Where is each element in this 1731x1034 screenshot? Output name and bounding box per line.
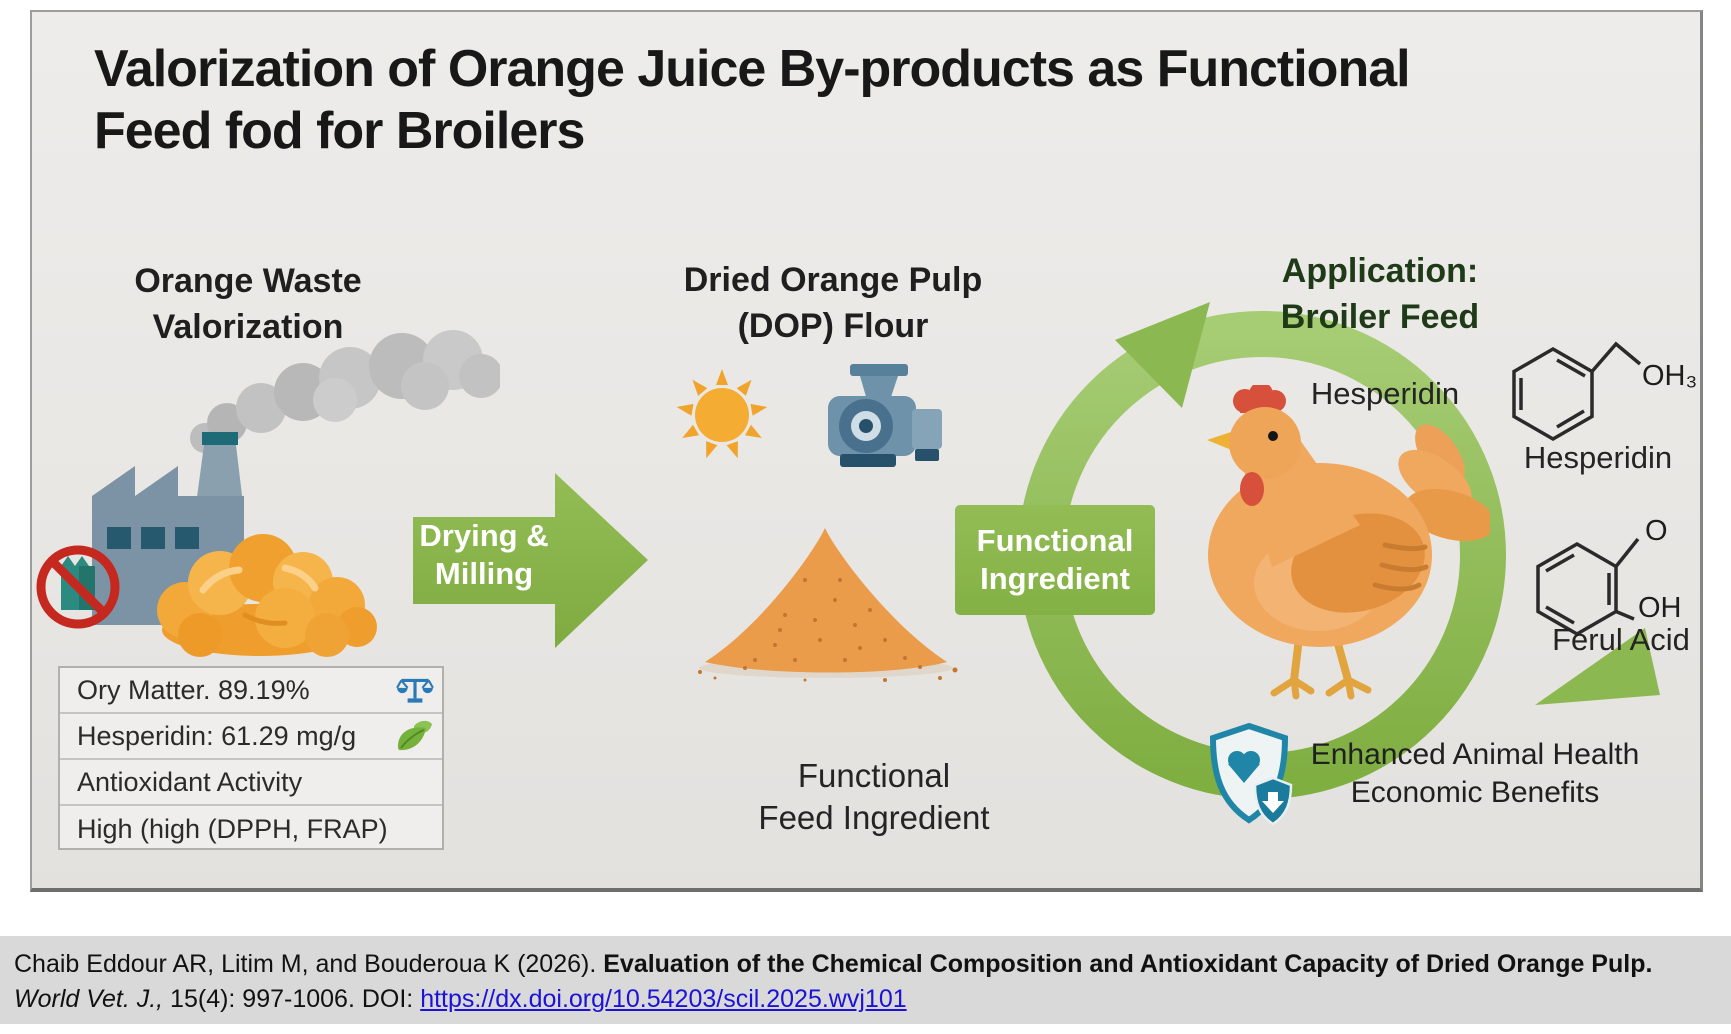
citation-article-title: Evaluation of the Chemical Composition a…	[603, 950, 1653, 978]
balance-scale-icon	[396, 672, 434, 717]
table-cell-antioxidant: Antioxidant Activity	[77, 766, 303, 797]
drying-arrow-line2: Milling	[434, 556, 534, 591]
right-heading-line2: Broiler Feed	[1280, 298, 1480, 336]
no-waste-prohibition-icon	[36, 545, 120, 629]
right-section-heading: Application: Broiler Feed	[1230, 248, 1530, 340]
table-row: Antioxidant Activity	[60, 760, 442, 806]
ferulic-o-label: O	[1645, 515, 1668, 547]
ring-arrowhead-bottom	[1535, 628, 1660, 705]
left-section-heading: Orange Waste Valorization	[98, 258, 398, 350]
middle-heading-line2: (DOP) Flour	[737, 307, 929, 345]
left-heading-line2: Valorization	[152, 308, 344, 346]
citation-journal: World Vet. J.,	[14, 985, 164, 1013]
table-row: Hesperidin: 61.29 mg/g	[60, 714, 442, 760]
chicken-wattle	[1240, 472, 1264, 506]
chicken-beak	[1207, 431, 1234, 451]
functional-arrow-line2: Ingredient	[980, 561, 1130, 596]
hesperidin-structure-label: Hesperidin	[1523, 440, 1673, 475]
factory-illustration	[36, 330, 500, 657]
health-shield-icon	[1209, 722, 1293, 826]
middle-caption-line1: Functional	[797, 757, 951, 794]
chicken-icon	[1207, 385, 1490, 700]
chicken-feathers	[1372, 542, 1429, 592]
citation-volume: 15(4): 997-1006. DOI:	[163, 985, 421, 1013]
benefits-line1: Enhanced Animal Health	[1310, 738, 1640, 771]
table-cell-dpph-frap: High (high (DPPH, FRAP)	[77, 813, 388, 844]
sun-icon	[676, 369, 768, 459]
grinder-icon	[828, 364, 942, 467]
drying-milling-arrow-icon	[413, 473, 648, 648]
hesperidin-feed-label: Hesperidin	[1310, 376, 1460, 411]
page-title: Valorization of Orange Juice By-products…	[94, 38, 1411, 162]
table-cell-hesperidin: Hesperidin: 61.29 mg/g	[77, 720, 357, 751]
right-heading-line1: Application:	[1281, 252, 1479, 290]
abstract-panel: Valorization of Orange Juice By-products…	[30, 10, 1703, 892]
chicken-tail	[1398, 424, 1490, 542]
table-row: Ory Matter. 89.19%	[60, 668, 442, 714]
citation-bar: Chaib Eddour AR, Litim M, and Bouderoua …	[0, 936, 1731, 1024]
citation-line2: World Vet. J., 15(4): 997-1006. DOI: htt…	[14, 982, 1731, 1017]
drying-arrow-line1: Drying &	[419, 518, 549, 553]
left-heading-line1: Orange Waste	[134, 262, 362, 300]
ferulic-oh-label: OH	[1638, 592, 1682, 624]
drying-arrow-label: Drying & Milling	[413, 517, 555, 593]
functional-arrow-line1: Functional	[976, 523, 1134, 558]
chicken-head	[1229, 407, 1301, 479]
hesperidin-group-label: OH₃	[1642, 360, 1698, 392]
middle-section-heading: Dried Orange Pulp (DOP) Flour	[673, 257, 993, 349]
benefits-text: Enhanced Animal Health Economic Benefits	[1295, 736, 1655, 812]
ferulic-acid-structure-icon	[1536, 537, 1640, 637]
smoke-icon	[190, 330, 500, 453]
functional-ingredient-arrow: Functional Ingredient	[955, 505, 1155, 615]
leaf-icon	[392, 718, 434, 763]
orange-peels-icon	[157, 534, 377, 657]
composition-table: Ory Matter. 89.19% He	[58, 666, 444, 850]
chicken-comb	[1233, 385, 1286, 413]
title-line-2: Feed fod for Broilers	[94, 102, 585, 160]
doi-link[interactable]: https://dx.doi.org/10.54203/scil.2025.wv…	[420, 985, 907, 1013]
table-cell-dry-matter: Ory Matter. 89.19%	[77, 674, 310, 705]
benefits-line2: Economic Benefits	[1350, 776, 1600, 809]
middle-caption: Functional Feed Ingredient	[724, 755, 1024, 839]
chicken-eye	[1268, 431, 1278, 441]
hesperidin-structure-icon	[1512, 341, 1642, 442]
title-line-1: Valorization of Orange Juice By-products…	[94, 40, 1411, 98]
ferulic-structure-label: Ferul Acid	[1552, 622, 1690, 657]
dop-flour-pile-icon	[698, 528, 958, 682]
citation-line1: Chaib Eddour AR, Litim M, and Bouderoua …	[14, 947, 1731, 982]
citation-authors: Chaib Eddour AR, Litim M, and Bouderoua …	[14, 950, 604, 978]
table-row: High (high (DPPH, FRAP)	[60, 806, 442, 852]
middle-heading-line1: Dried Orange Pulp	[683, 261, 983, 299]
ring-arrowhead-top	[1115, 302, 1210, 408]
middle-caption-line2: Feed Ingredient	[758, 799, 990, 836]
